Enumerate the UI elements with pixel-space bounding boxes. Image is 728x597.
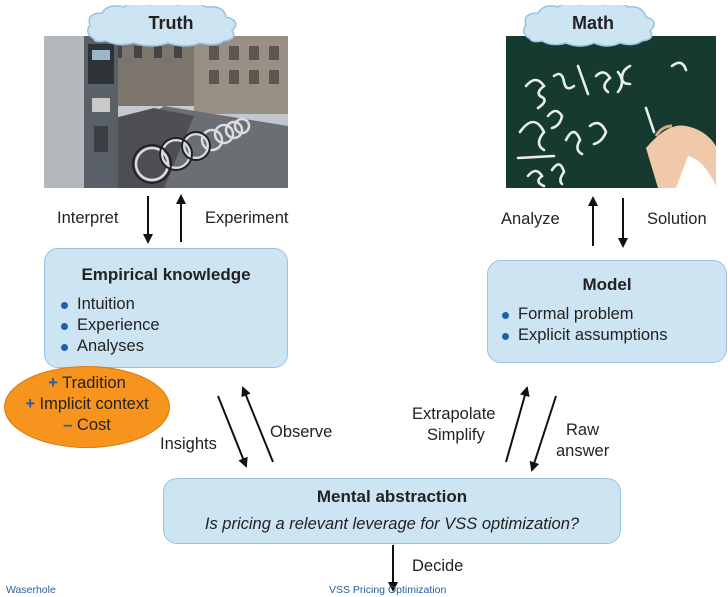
simplify-label: Simplify xyxy=(427,426,485,444)
decide-label: Decide xyxy=(412,557,464,575)
observe-label: Observe xyxy=(270,423,333,441)
truth-cloud-label: Truth xyxy=(148,13,194,33)
mental-abstraction-title: Mental abstraction xyxy=(316,487,468,506)
bullet-icon xyxy=(61,344,68,351)
answer-label: answer xyxy=(556,442,610,460)
raw-label: Raw xyxy=(566,421,600,439)
analyze-label: Analyze xyxy=(501,210,560,228)
list-item: Analyses xyxy=(61,337,287,356)
model-title: Model xyxy=(582,275,632,294)
observe-arrow xyxy=(241,386,274,463)
mental-abstraction-box: Mental abstraction Is pricing a relevant… xyxy=(163,478,621,544)
extrapolate-label: Extrapolate xyxy=(412,405,496,423)
experiment-label: Experiment xyxy=(205,209,289,227)
oval-line-tradition: + Tradition xyxy=(48,374,126,392)
empirical-knowledge-box: Empirical knowledge Intuition Experience… xyxy=(44,248,288,368)
math-cloud-label: Math xyxy=(572,13,614,33)
empirical-list: Intuition Experience Analyses xyxy=(61,295,287,356)
bullet-icon xyxy=(61,323,68,330)
insights-label: Insights xyxy=(160,435,217,453)
model-list: Formal problem Explicit assumptions xyxy=(502,305,726,345)
bullet-icon xyxy=(502,312,509,319)
interpret-label: Interpret xyxy=(57,209,119,227)
extrapolate-arrow xyxy=(505,386,530,463)
insights-arrow xyxy=(217,395,248,468)
truth-cloud xyxy=(87,5,237,47)
oval-line-cost: – Cost xyxy=(63,416,111,434)
oval-line-implicit-context: + Implicit context xyxy=(25,395,149,413)
list-item: Explicit assumptions xyxy=(502,326,726,345)
tradition-oval xyxy=(4,366,170,448)
raw-answer-arrow xyxy=(529,395,557,472)
bullet-icon xyxy=(502,333,509,340)
empirical-knowledge-title: Empirical knowledge xyxy=(81,265,251,284)
footer-title: VSS Pricing Optimization xyxy=(329,584,447,596)
list-item: Formal problem xyxy=(502,305,726,324)
chalkboard-photo xyxy=(506,36,716,188)
oval-text: + Tradition + Implicit context – Cost xyxy=(4,373,170,436)
list-item: Experience xyxy=(61,316,287,335)
bike-station-photo xyxy=(44,36,288,188)
model-box: Model Formal problem Explicit assumption… xyxy=(487,260,727,363)
footer-author: Waserhole xyxy=(6,584,56,596)
math-cloud xyxy=(523,5,655,47)
pricing-question: Is pricing a relevant leverage for VSS o… xyxy=(204,515,580,533)
list-item: Intuition xyxy=(61,295,287,314)
bullet-icon xyxy=(61,302,68,309)
solution-label: Solution xyxy=(647,210,707,228)
